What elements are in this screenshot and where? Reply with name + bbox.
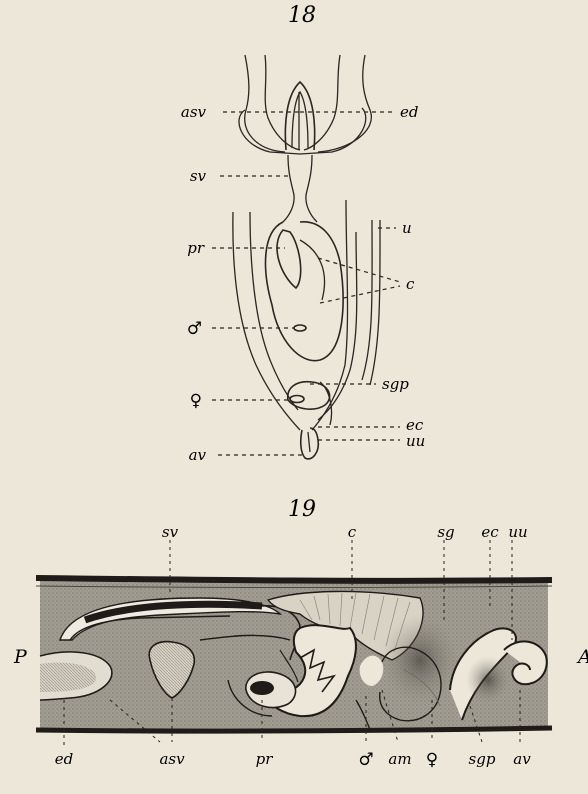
label-19-sgp: sgp [469,750,496,768]
label-18-uu: uu [406,432,425,450]
label-19-am: am [388,750,411,768]
label-18-asv: asv [181,103,207,121]
label-19-uu: uu [508,523,527,541]
figure-19: 19 [13,497,588,770]
label-19-c: c [348,523,357,541]
figure-18-drawing [233,55,380,459]
label-18-av: av [189,446,207,464]
label-19-P: P [13,646,28,668]
figure-19-number: 19 [288,497,316,522]
label-19-av: av [513,750,531,768]
label-19-female: ♀ [426,750,438,770]
label-18-c: c [406,275,415,293]
label-19-A: A [576,646,588,668]
label-18-sgp: sgp [382,375,409,393]
label-18-ed: ed [400,103,418,121]
label-18-pr: pr [187,239,205,257]
label-19-male: ♂ [358,750,373,770]
label-19-pr: pr [256,750,274,768]
label-19-ed: ed [55,750,73,768]
label-18-u: u [402,219,412,237]
label-19-sv: sv [162,523,179,541]
figure-19-section [36,578,552,731]
label-18-male: ♂ [187,319,202,339]
label-19-asv: asv [159,750,185,768]
label-18-sv: sv [190,167,207,185]
label-18-female: ♀ [190,391,202,411]
label-19-sg: sg [437,523,454,541]
figure-18-number: 18 [288,3,316,28]
label-19-ec: ec [481,523,499,541]
figure-18: 18 [181,3,425,464]
